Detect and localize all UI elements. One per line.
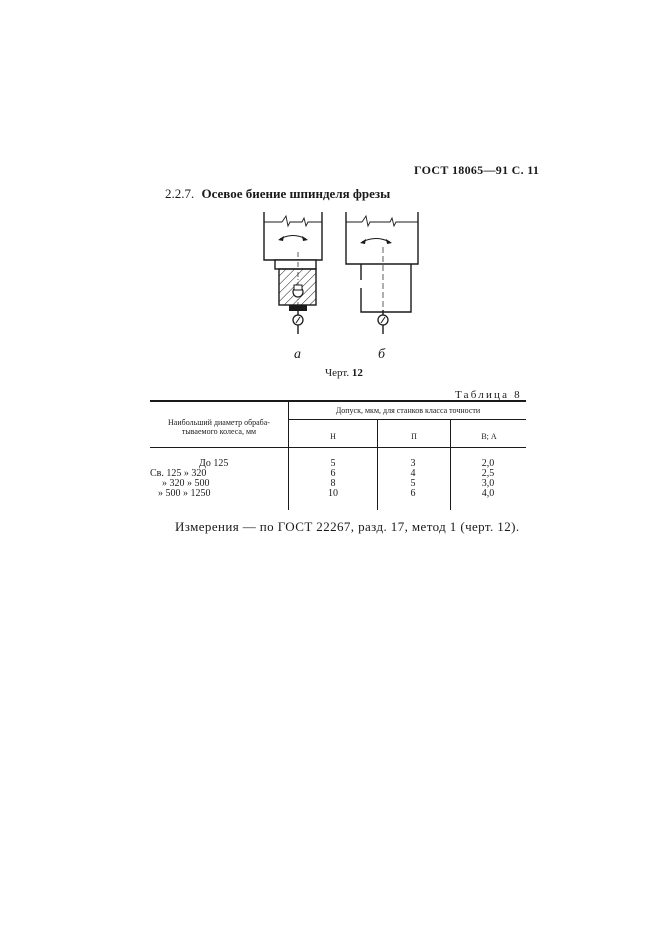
cell-r4-n: 10 [328,488,338,499]
cell-r2-va: 2,5 [481,468,495,479]
table-title: Таблица 8 [455,389,522,401]
figure-b-drawing [345,212,419,334]
page-header: ГОСТ 18065—91 С. 11 [414,163,540,177]
header-tolerance-group: Допуск, мкм, для станков класса точности [335,406,481,415]
cell-r1-va: 2,0 [481,458,495,469]
cell-r4-va: 4,0 [481,488,495,499]
measurement-note: Измерения — по ГОСТ 22267, разд. 17, мет… [175,519,520,534]
section-title: Осевое биение шпинделя фрезы [201,186,391,201]
cell-r4-p: 6 [410,488,416,499]
header-diameter: Наибольший диаметр обраба-тываемого коле… [168,418,270,436]
caption-prefix: Черт. [325,367,350,379]
figure-a-drawing [263,212,323,334]
table-vline-2 [377,419,378,510]
figure-label-b: б [378,347,386,362]
cell-r3-n: 8 [330,478,336,489]
section-heading: 2.2.7. Осевое биение шпинделя фрезы [165,186,390,202]
caption-number: 12 [351,367,363,379]
row-label-3: » 320 » 500 [162,478,210,489]
table-vline-1 [288,400,289,510]
header-col-va: В; А [481,432,497,441]
cell-r2-p: 4 [410,468,416,479]
figure-label-a: а [294,347,301,362]
row-label-4: » 500 » 1250 [158,488,211,499]
header-col-p: П [411,432,417,441]
spindle-diagram: а б [263,212,419,362]
header-col-n: Н [330,432,336,441]
row-label-1: До 125 [199,458,229,469]
table-group-rule [288,419,526,420]
figure-caption: Черт. 12 [325,367,363,379]
table-header-rule [150,447,526,448]
cell-r1-n: 5 [330,458,336,469]
cell-r1-p: 3 [410,458,416,469]
row-label-2: Св. 125 » 320 [150,468,207,479]
cell-r2-n: 6 [330,468,336,479]
table-vline-3 [450,419,451,510]
section-number: 2.2.7. [165,186,195,201]
tolerance-table: Наибольший диаметр обраба-тываемого коле… [150,400,526,510]
table-top-rule [150,400,526,402]
cell-r3-va: 3,0 [481,478,495,489]
cell-r3-p: 5 [410,478,416,489]
